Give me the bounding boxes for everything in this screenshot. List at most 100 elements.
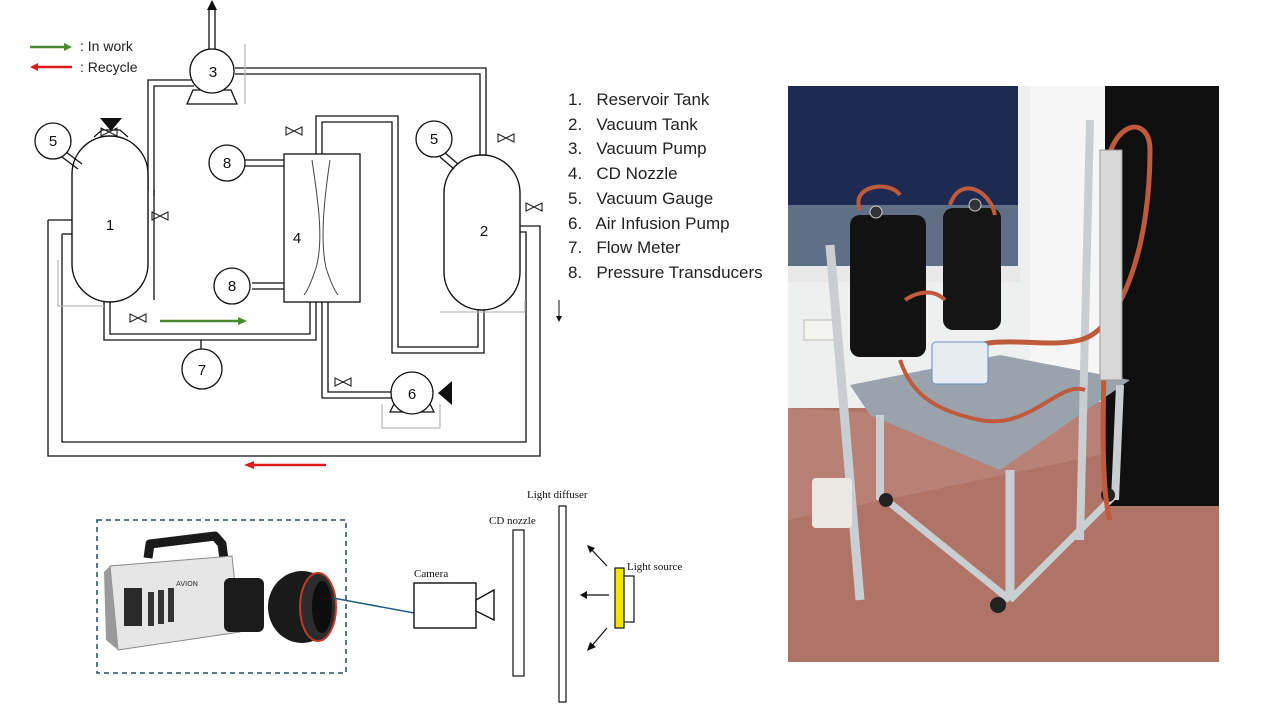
light-source-housing	[623, 575, 635, 623]
pipe-recycle-outer-b	[61, 231, 527, 443]
rig-photo-upright	[1076, 119, 1094, 541]
rig-photo-lower-rail	[877, 492, 1013, 603]
camera-vent-slot-2	[158, 590, 164, 624]
gauge-right-stem-b	[439, 156, 455, 170]
vacuum-tank-body	[443, 154, 521, 311]
air-pump-circle	[390, 371, 434, 415]
list-item-2: 2. Vacuum Tank	[568, 115, 698, 134]
vacuum-pump-number: 3	[209, 64, 217, 81]
gauge-left-stem-a	[65, 151, 83, 165]
camera-lens-cone-icon	[475, 588, 495, 622]
pipe-recycle-outer-a	[47, 220, 541, 457]
reservoir-tank-body	[71, 135, 149, 303]
gauge-left-stem-b	[61, 156, 79, 170]
valve-icon-flow-line	[129, 313, 147, 323]
transducer-bottom-circle	[213, 267, 251, 305]
gauge-left-number: 5	[49, 133, 57, 150]
gauge-right-number: 5	[430, 131, 438, 148]
list-item-4: 4. CD Nozzle	[568, 164, 678, 183]
camera-vent-grille	[124, 588, 142, 626]
air-infusion-pump: 6	[388, 371, 452, 415]
valve-icon-pump6-line	[334, 377, 352, 387]
valve-icon-tank1-side	[151, 211, 169, 221]
experimental-rig-photo	[788, 86, 1219, 662]
list-item-3: 3. Vacuum Pump	[568, 139, 707, 158]
vacuum-gauge-left: 5	[34, 122, 83, 170]
guide-line-pump6	[381, 404, 441, 429]
rig-photo-wall-corner	[1030, 86, 1105, 396]
flow-arrows	[160, 300, 562, 469]
ray-up-arrowhead	[587, 545, 595, 553]
rig-photo-tank-left	[850, 215, 926, 357]
rig-photo-frame-left	[825, 244, 865, 601]
recycle-flow-arrowhead	[244, 461, 254, 469]
camera-label: Camera	[414, 568, 448, 580]
transducer-bottom-number: 8	[228, 278, 236, 295]
pipe-tank1-pump3-b	[153, 85, 194, 196]
valve-icon-nozzle-top	[285, 126, 303, 136]
rig-photo-tank-right	[943, 208, 1001, 330]
transducer-top-circle	[208, 144, 246, 182]
light-source-label: Light source	[627, 561, 682, 573]
camera-lens-mount	[224, 578, 264, 632]
vacuum-pump-circle	[189, 48, 235, 94]
pipe-pump3-tank2-b	[235, 73, 481, 160]
cd-nozzle-number: 4	[293, 230, 301, 247]
pipe-tank1-nozzle-b	[109, 302, 311, 335]
guide-line-tank1	[57, 260, 104, 307]
nozzle-contour-left	[303, 159, 321, 296]
pipe-tank1-nozzle-a	[103, 302, 317, 341]
rig-photo-lower-rail-2	[1007, 492, 1118, 603]
reservoir-tank: 1	[71, 118, 149, 303]
valve-icon-tank2-top	[497, 133, 515, 143]
valve-icon-tank1-top	[100, 127, 118, 137]
pipe-nozzle-pump6-b	[327, 302, 394, 393]
camera-vent-slot-3	[168, 588, 174, 622]
light-diffuser-label: Light diffuser	[527, 489, 588, 501]
rig-photo-hose-bottom	[898, 359, 1086, 424]
pipe-tank1-pump3-a	[147, 79, 194, 190]
vacuum-gauge-right: 5	[415, 120, 459, 170]
camera-body-side	[104, 566, 118, 650]
gauge-right-circle	[415, 120, 453, 158]
rig-photo-canister	[812, 478, 852, 528]
flow-meter-circle	[181, 348, 223, 390]
rig-photo-gauge-left	[869, 205, 883, 219]
list-item-7: 7. Flow Meter	[568, 238, 681, 257]
pipe-nozzle-pump6-a	[321, 302, 394, 399]
legend-recycle-arrowhead	[30, 63, 38, 71]
legend-in-work-label: : In work	[80, 38, 134, 54]
cd-nozzle-label: CD nozzle	[489, 515, 536, 527]
camera-lens-glass	[312, 581, 332, 633]
camera-box-icon	[413, 582, 477, 629]
transducer-top-number: 8	[223, 155, 231, 172]
reservoir-neck	[93, 129, 129, 138]
exhaust-arrow-icon	[207, 0, 217, 10]
component-list: 1. Reservoir Tank 2. Vacuum Tank 3. Vacu…	[568, 90, 763, 282]
valves	[100, 126, 543, 387]
legend-in-work-arrowhead	[64, 43, 72, 51]
pipe-nozzle-tank2-a	[315, 115, 479, 348]
rig-photo-socket	[803, 319, 835, 341]
camera-vent-slot-1	[148, 592, 154, 626]
pipe-nozzle-tank2-b	[321, 121, 485, 354]
high-speed-camera-photo: AVION	[96, 519, 347, 674]
rig-photo-hose-top-right	[948, 186, 997, 216]
rig-photo-table-top	[850, 355, 1130, 470]
rig-photo-air-pump	[931, 341, 989, 385]
light-diffuser-plate	[558, 505, 567, 703]
rig-photo-leg-back-right	[1111, 384, 1124, 501]
gauge-right-stem-a	[443, 151, 459, 165]
rig-photo-flowmeter	[1099, 149, 1123, 381]
gauge-left-circle	[34, 122, 72, 160]
optical-setup: Camera CD nozzle Light diffuser Light so…	[413, 489, 682, 703]
light-source-lamp	[614, 567, 625, 629]
valve-icon-tank2-side	[525, 202, 543, 212]
rig-photo-gauge-right	[968, 198, 982, 212]
vacuum-tank-number: 2	[480, 223, 488, 240]
rig-photo-hose-top-left	[856, 184, 902, 211]
camera-photo-frame	[96, 519, 347, 674]
vacuum-tank: 2	[443, 154, 521, 311]
cd-nozzle-box	[283, 153, 361, 303]
